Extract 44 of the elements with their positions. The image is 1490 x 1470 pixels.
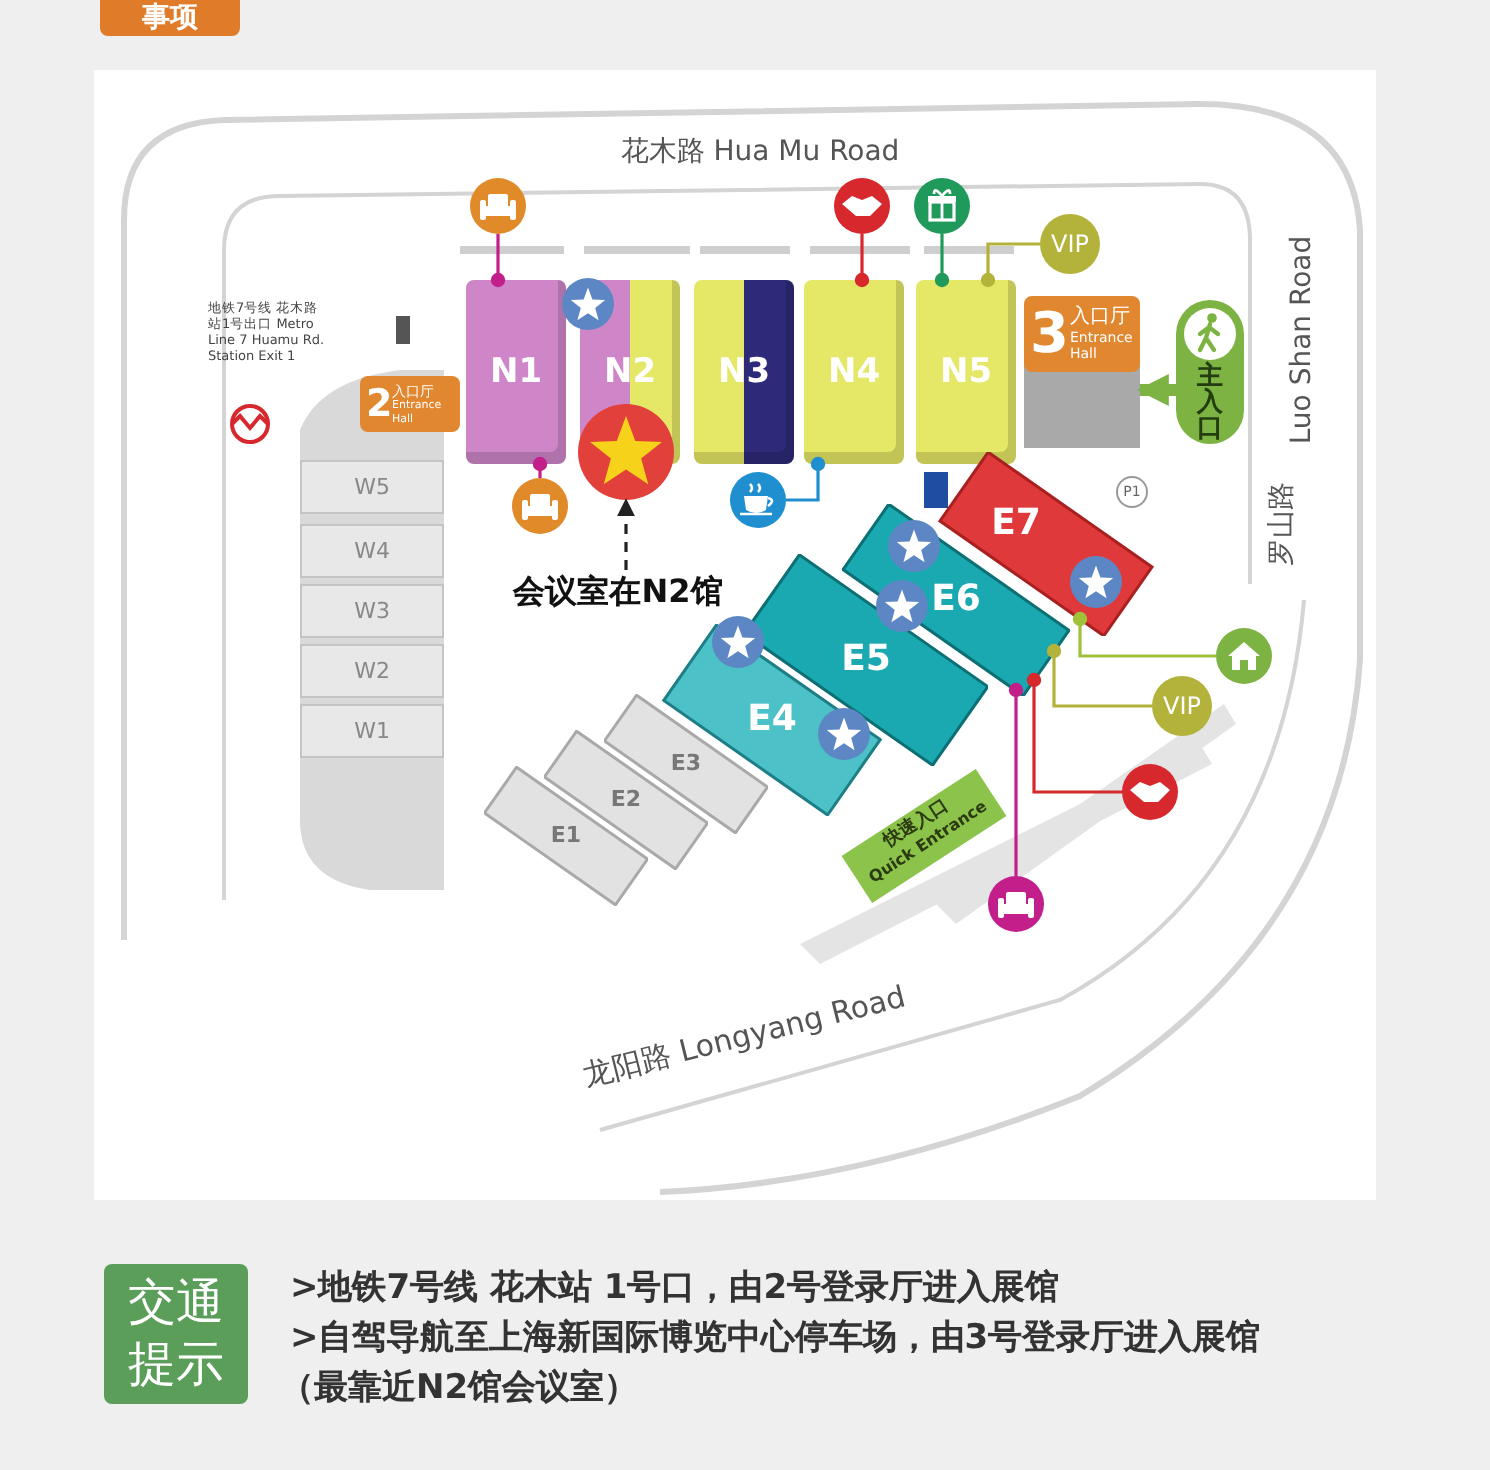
leader-line	[1072, 611, 1216, 658]
sofa-icon	[988, 876, 1044, 932]
home-icon	[1216, 628, 1272, 684]
handshake-icon	[834, 178, 890, 234]
leader-line	[1046, 643, 1152, 708]
entrance-sign	[360, 376, 460, 432]
tag: 交通提示	[104, 1264, 248, 1404]
hall-block: W3	[300, 584, 444, 638]
callout-text: 会议室在N2馆	[486, 570, 750, 614]
leader-line	[854, 234, 870, 288]
note-text: >地铁7号线 花木站 1号口，由2号登录厅进入展馆	[290, 1266, 1062, 1312]
leader-line	[786, 456, 826, 502]
leader-line	[490, 234, 506, 288]
gift-icon	[914, 178, 970, 234]
sofa-icon	[512, 478, 568, 534]
road-label: 花木路 Hua Mu Road	[618, 134, 902, 172]
hall-block: W5	[300, 460, 444, 514]
hall-block: N5	[916, 280, 1016, 464]
section-tag: 事项	[100, 0, 240, 36]
arrow	[1136, 374, 1176, 406]
entrance-label: 主入口	[1194, 364, 1225, 442]
handshake-icon	[1122, 764, 1178, 820]
road-label: 罗山路	[1264, 480, 1300, 570]
leader-line	[934, 234, 950, 288]
hall-block: N1	[466, 280, 566, 464]
note-text: （最靠近N2馆会议室）	[280, 1366, 641, 1412]
hall-number: 2	[366, 380, 393, 430]
leader-line	[1008, 682, 1024, 876]
hall-block: W2	[300, 644, 444, 698]
road-label: 龙阳路 Longyang Road	[576, 976, 911, 1098]
entrance-marker	[1176, 300, 1244, 444]
leader-line	[980, 242, 1040, 288]
hall-number: 3	[1030, 298, 1069, 370]
sofa-icon	[470, 178, 526, 234]
road-label: Luo Shan Road	[1284, 233, 1320, 449]
sign-label: 入口厅	[1070, 306, 1130, 330]
hall-block: W1	[300, 704, 444, 758]
hall-block: N4	[804, 280, 904, 464]
leader-line	[532, 456, 548, 478]
hall-block: W4	[300, 524, 444, 578]
coffee-icon	[730, 472, 786, 528]
leader-line	[1026, 672, 1122, 794]
note-text: >自驾导航至上海新国际博览中心停车场，由3号登录厅进入展馆	[290, 1316, 1263, 1362]
arrow	[617, 498, 635, 570]
